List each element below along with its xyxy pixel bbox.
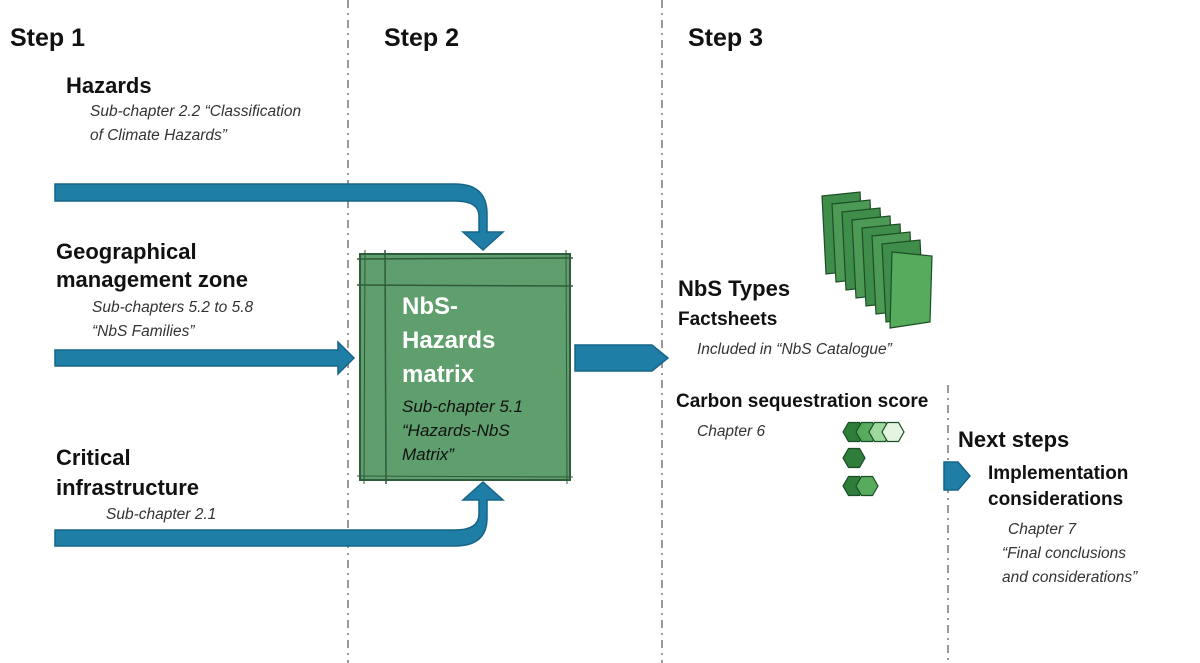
- matrix-title-line1: NbS-: [402, 293, 458, 320]
- step1-heading: Step 1: [10, 24, 86, 52]
- matrix-title-line2: Hazards: [402, 327, 496, 354]
- next-sub-line2: “Final conclusions: [1002, 545, 1127, 562]
- carbon-score-title: Carbon sequestration score: [676, 391, 929, 412]
- step-dividers: [347, 0, 949, 663]
- carbon-score-icons: [842, 421, 905, 497]
- carbon-leaf-icon: [842, 447, 866, 469]
- arrow-hazards-to-matrix: [54, 183, 505, 252]
- nbs-hazards-matrix-box: [356, 249, 574, 485]
- matrix-title-line3: matrix: [402, 361, 475, 388]
- factsheets-sub: Included in “NbS Catalogue”: [697, 341, 892, 358]
- arrow-geo-to-matrix: [54, 340, 356, 376]
- step3-heading: Step 3: [688, 24, 764, 52]
- carbon-score-sub: Chapter 6: [697, 423, 766, 440]
- implementation-line1: Implementation: [988, 463, 1129, 484]
- hazards-sub-line2: of Climate Hazards”: [90, 127, 227, 144]
- carbon-leaf-icon: [881, 421, 905, 443]
- critical-title-line1: Critical: [56, 445, 131, 470]
- geo-title-line2: management zone: [56, 267, 248, 292]
- next-sub-line3: and considerations”: [1002, 569, 1138, 586]
- geo-sub-line2: “NbS Families”: [92, 323, 195, 340]
- critical-title-line2: infrastructure: [56, 475, 200, 500]
- implementation-line2: considerations: [988, 489, 1124, 510]
- factsheets-title: Factsheets: [678, 309, 778, 330]
- matrix-sub-line1: Sub-chapter 5.1: [402, 397, 523, 416]
- nbs-types-title: NbS Types: [678, 276, 791, 301]
- step2-heading: Step 2: [384, 24, 460, 52]
- hazards-sub-line1: Sub-chapter 2.2 “Classification: [90, 103, 302, 120]
- carbon-leaf-icon: [855, 475, 879, 497]
- next-sub-line1: Chapter 7: [1008, 521, 1077, 538]
- next-steps-title: Next steps: [958, 427, 1070, 452]
- matrix-sub-line2: “Hazards-NbS: [402, 421, 510, 440]
- critical-sub-line1: Sub-chapter 2.1: [106, 506, 217, 523]
- geo-title-line1: Geographical: [56, 239, 197, 264]
- arrow-to-next-steps: [943, 461, 971, 491]
- matrix-sub-line3: Matrix”: [402, 445, 454, 464]
- arrow-critical-to-matrix: [54, 480, 505, 547]
- factsheet-stack-icon: [821, 191, 933, 329]
- arrow-matrix-to-step3: [574, 344, 670, 372]
- geo-sub-line1: Sub-chapters 5.2 to 5.8: [92, 299, 254, 316]
- hazards-title: Hazards: [66, 73, 152, 98]
